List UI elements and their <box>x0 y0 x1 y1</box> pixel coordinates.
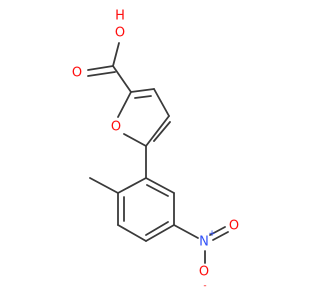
bond-benzene-4-5 <box>145 224 175 242</box>
bond-n-o-double-b <box>212 231 229 241</box>
atom-nitro-oxygen-single-label: O <box>199 265 209 280</box>
bond-c-o-double-b <box>87 71 116 77</box>
atom-nitro-oxygen-charge: - <box>203 281 206 291</box>
bond-furan-o-c5 <box>123 133 147 147</box>
bond-n-o-double-a <box>209 226 226 236</box>
bond-furan-c2-o <box>117 91 132 118</box>
atom-carbonyl-oxygen-label: O <box>72 66 82 81</box>
atom-hydroxyl-oxygen-label: O <box>115 26 125 41</box>
bond-benzene-6-1-inner <box>146 184 169 197</box>
molecule-structure-diagram: O H O O N + O O - <box>72 9 239 292</box>
atom-hydroxyl-hydrogen-label: H <box>115 9 125 24</box>
bond-benzene-3-4 <box>117 224 147 242</box>
atom-furan-oxygen-label: O <box>111 120 121 135</box>
bond-benzene-4-5-inner <box>145 221 169 236</box>
bond-furan-c5-c4 <box>145 115 170 147</box>
bond-c-furan-c2 <box>112 65 132 93</box>
bond-furan-c3-c2 <box>130 88 155 93</box>
bond-c-nitro <box>173 224 199 239</box>
bond-benzene-1-2 <box>117 177 147 194</box>
bond-benzene-6-1 <box>145 177 175 194</box>
atom-nitro-nitrogen-charge: + <box>208 229 216 239</box>
bond-c-o-double-a <box>87 65 114 71</box>
bond-c-oh <box>112 42 120 67</box>
bond-furan-c4-c4-inner <box>153 121 171 142</box>
bond-furan-c4-c3 <box>153 88 170 117</box>
atom-nitro-nitrogen-label: N <box>199 235 209 250</box>
bond-furan-c3-c2-inner <box>134 95 152 99</box>
bond-methyl <box>89 177 119 194</box>
atom-nitro-oxygen-double-label: O <box>229 219 239 234</box>
